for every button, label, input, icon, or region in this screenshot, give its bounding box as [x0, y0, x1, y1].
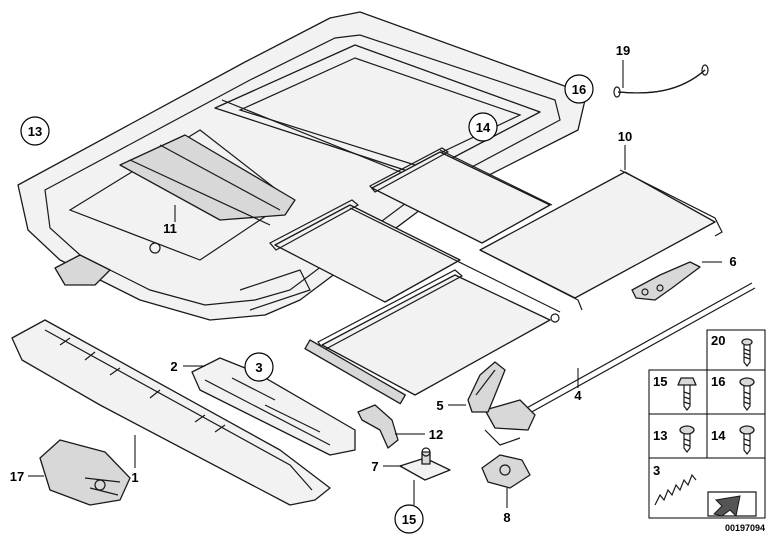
bracket-12	[357, 404, 399, 449]
guide-rail	[484, 282, 756, 446]
callout-19: 19	[616, 43, 630, 58]
holder-8	[481, 454, 531, 489]
screw-13-icon	[679, 425, 695, 453]
callout-circle-15	[394, 504, 424, 534]
hose-19	[613, 64, 709, 98]
roof-frame	[17, 11, 586, 321]
callout-14: 14	[476, 120, 491, 135]
callout-8: 8	[503, 510, 510, 525]
callout-13: 13	[28, 124, 42, 139]
table-cell-3: 3	[653, 463, 660, 478]
spring-3-icon	[654, 473, 697, 506]
callout-6: 6	[729, 254, 736, 269]
callout-3: 3	[255, 360, 262, 375]
table-cell-20: 20	[711, 333, 725, 348]
callout-circle-3	[244, 352, 274, 382]
bolt-15-icon	[677, 377, 697, 411]
fastener-table: 20 15 16 13 14 3	[648, 329, 766, 519]
screw-16-icon	[739, 377, 755, 411]
callout-circle-16	[564, 74, 594, 104]
sunblind-rear	[369, 147, 723, 311]
bracket-6	[631, 261, 701, 301]
table-cell-15: 15	[653, 374, 667, 389]
trim-panel-1	[11, 319, 331, 506]
arrow-pictogram-icon	[707, 491, 757, 518]
table-cell-16: 16	[711, 374, 725, 389]
callout-11: 11	[163, 221, 177, 236]
hinge-5	[467, 361, 506, 413]
callout-circle-13	[20, 116, 50, 146]
callout-17: 17	[10, 469, 24, 484]
cover-2	[191, 357, 356, 456]
callout-10: 10	[618, 129, 632, 144]
callout-5: 5	[436, 398, 443, 413]
callout-circle-14	[468, 112, 498, 142]
sunblind-front	[269, 199, 561, 405]
table-cell-14: 14	[711, 428, 726, 443]
callout-2: 2	[170, 359, 177, 374]
callout-4: 4	[574, 388, 582, 403]
screw-20-icon	[741, 338, 753, 367]
callout-1: 1	[131, 470, 138, 485]
callout-7: 7	[371, 459, 378, 474]
callout-12: 12	[429, 427, 443, 442]
document-number: 00197094	[725, 523, 765, 533]
table-cell-13: 13	[653, 428, 667, 443]
stud-7	[399, 447, 451, 481]
callout-15: 15	[402, 512, 416, 527]
screw-14-icon	[739, 425, 755, 455]
motor-17	[39, 439, 131, 506]
callout-16: 16	[572, 82, 586, 97]
